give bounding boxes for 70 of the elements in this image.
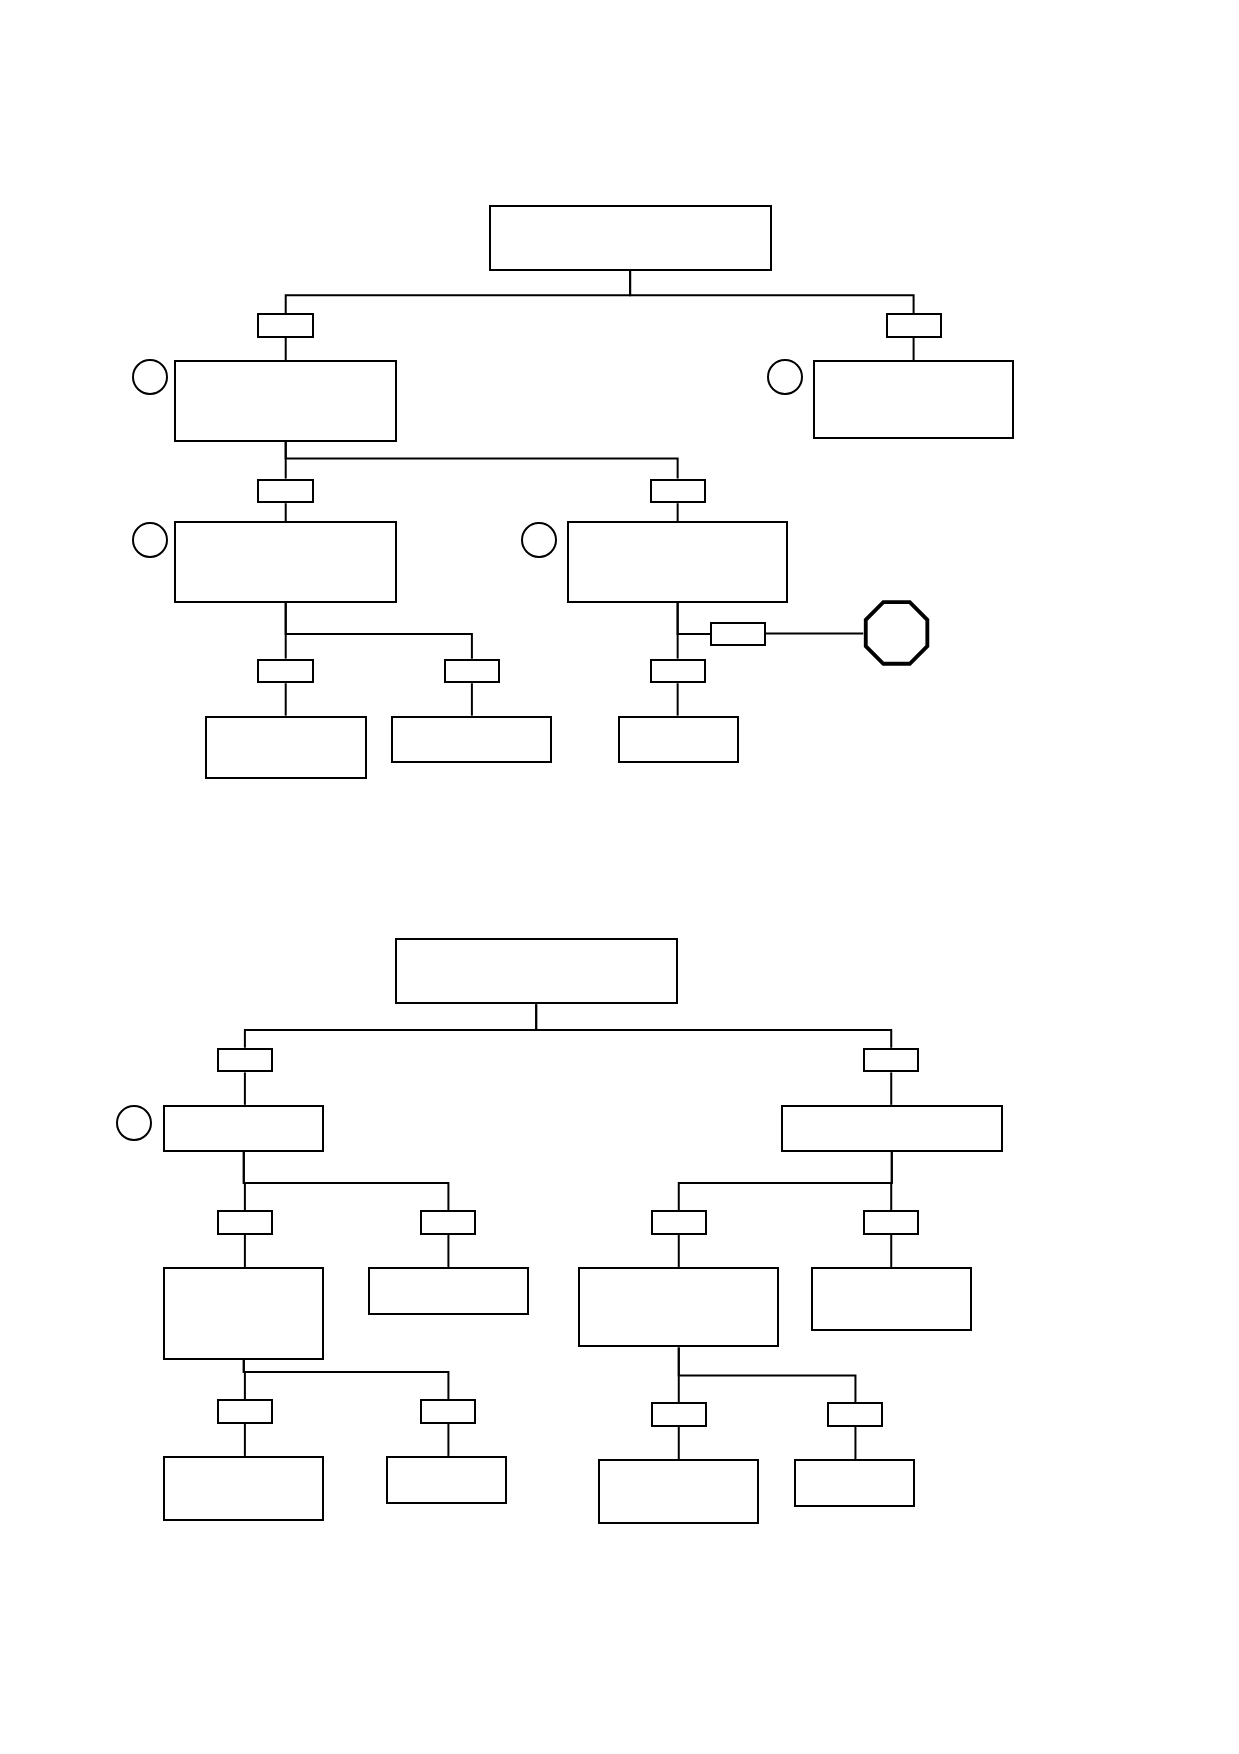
octagon-shape	[863, 600, 931, 667]
connector-line	[890, 1071, 893, 1106]
process-box	[810, 1266, 972, 1331]
label-box	[216, 1047, 273, 1073]
process-box	[598, 1459, 760, 1525]
connector-line	[912, 336, 915, 362]
connector-line	[676, 502, 679, 523]
circle-marker	[116, 1104, 153, 1141]
connector-line	[242, 1150, 450, 1211]
connector-line	[676, 682, 679, 717]
label-box	[257, 658, 315, 684]
label-box	[650, 1402, 707, 1427]
connector-line	[470, 682, 473, 717]
label-box	[443, 658, 500, 684]
process-box	[394, 938, 678, 1005]
connector-line	[535, 1003, 893, 1049]
label-box	[710, 621, 766, 647]
connector-line	[243, 1233, 246, 1268]
process-box	[174, 521, 397, 603]
label-box	[863, 1209, 920, 1235]
connector-line	[677, 1425, 680, 1461]
connector-line	[284, 682, 287, 717]
label-box	[420, 1398, 477, 1424]
label-box	[885, 313, 942, 338]
connector-line	[890, 1150, 893, 1211]
connector-line	[284, 502, 287, 523]
connector-line	[629, 269, 915, 315]
process-box	[163, 1266, 325, 1360]
label-box	[863, 1047, 920, 1073]
circle-marker	[131, 522, 168, 558]
process-box	[488, 204, 772, 271]
process-box	[163, 1104, 325, 1152]
connector-line	[854, 1425, 857, 1461]
process-box	[793, 1459, 915, 1508]
process-box	[163, 1455, 325, 1521]
process-box	[204, 715, 367, 780]
connector-line	[284, 336, 287, 362]
connector-line	[677, 1233, 680, 1268]
circle-marker	[521, 522, 557, 558]
connector-line	[677, 1346, 857, 1404]
process-box	[385, 1455, 507, 1504]
connector-line	[447, 1422, 450, 1457]
label-box	[649, 658, 706, 684]
circle-marker	[131, 358, 168, 395]
process-box	[367, 1266, 529, 1316]
label-box	[827, 1402, 884, 1427]
process-box	[578, 1266, 780, 1348]
connector-line	[890, 1233, 893, 1268]
process-box	[618, 715, 740, 763]
process-box	[566, 521, 789, 603]
connector-line	[284, 601, 473, 660]
label-box	[216, 1398, 273, 1424]
connector-line	[676, 601, 679, 660]
process-box	[780, 1104, 1004, 1152]
label-box	[216, 1209, 273, 1235]
connector-line	[765, 632, 865, 635]
connector-line	[243, 1422, 246, 1457]
connector-line	[284, 440, 679, 480]
label-box	[650, 1209, 707, 1235]
circle-marker	[767, 358, 803, 395]
process-box	[812, 360, 1015, 440]
connector-line	[242, 1358, 450, 1400]
label-box	[420, 1209, 477, 1235]
label-box	[257, 313, 315, 338]
label-box	[649, 478, 706, 504]
connector-line	[447, 1233, 450, 1268]
process-box	[174, 360, 397, 442]
process-box	[391, 715, 553, 763]
connector-line	[243, 1071, 246, 1106]
label-box	[257, 478, 315, 504]
